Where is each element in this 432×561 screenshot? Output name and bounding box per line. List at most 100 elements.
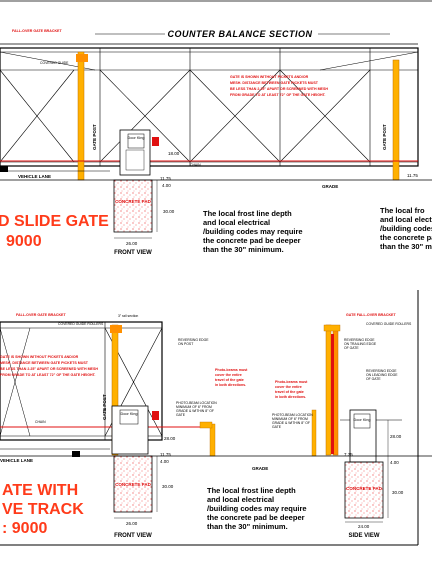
svg-text:than the 30" minimum.: than the 30" minimum.	[203, 245, 284, 254]
gate-frame-top	[0, 43, 419, 167]
svg-text:Door King: Door King	[121, 412, 138, 416]
svg-text:MESH. DISTANCE BETWEEN GATE PI: MESH. DISTANCE BETWEEN GATE PICKETS MUST	[230, 81, 319, 85]
svg-text:/building codes: /building codes	[380, 224, 432, 233]
svg-text:travel of the gate: travel of the gate	[215, 378, 244, 382]
front-view-label-top: FRONT VIEW	[114, 250, 152, 256]
svg-text:CONCRETE PAD: CONCRETE PAD	[115, 482, 151, 487]
svg-text:the concrete pad be deeper: the concrete pad be deeper	[203, 236, 301, 245]
svg-text:REVERSING EDGE: REVERSING EDGE	[366, 369, 397, 373]
svg-text:ON LEADING EDGE: ON LEADING EDGE	[366, 373, 398, 377]
svg-text:in both directions.: in both directions.	[215, 383, 246, 387]
dim-b-top: 4.00	[162, 183, 171, 188]
svg-text:/building codes may require: /building codes may require	[207, 504, 307, 513]
svg-text:ON POST: ON POST	[178, 342, 193, 346]
svg-text:PHOTO-BEAM LOCATION: PHOTO-BEAM LOCATION	[176, 401, 217, 405]
svg-text:the concrete pa: the concrete pa	[380, 233, 432, 242]
picket-note-bottom: GATE IS SHOWN WITHOUT PICKETS AND/OR MES…	[0, 355, 98, 377]
svg-text:ON TRAILING EDGE: ON TRAILING EDGE	[344, 342, 377, 346]
dim-c-bottom: 28.00	[164, 436, 176, 441]
photo-beam-note-bottom: Photo-beams must cover the entire travel…	[215, 368, 248, 387]
svg-text:GRADE & WITHIN 8" OF: GRADE & WITHIN 8" OF	[272, 421, 310, 425]
photo-location-left: PHOTO-BEAM LOCATION MINIMUM OF 6" FROM G…	[176, 401, 217, 417]
vehicle-lane-label-bottom: VEHICLE LANE	[0, 458, 33, 463]
grade-label-top: GRADE	[322, 184, 338, 189]
dim-h-bottom: 28.00	[390, 434, 402, 439]
rail-section-label: 3" rail section	[118, 314, 138, 318]
gate-opener-bottom: Door King	[111, 405, 159, 455]
gate-post-label-bottom: GATE POST	[102, 394, 107, 420]
svg-text:in both directions.: in both directions.	[275, 395, 306, 399]
frost-note-bottom: The local frost line depth and local ele…	[207, 486, 307, 531]
svg-text:REVERSING EDGE: REVERSING EDGE	[344, 338, 375, 342]
svg-text:OF GATE: OF GATE	[366, 377, 381, 381]
svg-text:FROM GRADE TO AT LEAST 72" OF: FROM GRADE TO AT LEAST 72" OF THE GATE H…	[230, 93, 326, 97]
dim-d-top: 30.00	[163, 209, 175, 214]
wheel-left	[0, 166, 8, 172]
svg-text:The local frost line depth: The local frost line depth	[203, 209, 292, 218]
chain-label-top: CHAIN	[190, 163, 201, 167]
photo-beam-note-bottom-right: Photo-beams must cover the entire travel…	[275, 380, 308, 399]
fall-over-label: FALL-OVER GATE BRACKET	[12, 29, 62, 33]
svg-text:Photo-beams must: Photo-beams must	[275, 380, 308, 384]
svg-text:than the 30" m: than the 30" m	[380, 242, 432, 251]
svg-text:CONCRETE PAD: CONCRETE PAD	[346, 486, 382, 491]
dim-e-top: 26.00	[126, 241, 138, 246]
svg-text:GATE IS SHOWN WITHOUT PICKETS: GATE IS SHOWN WITHOUT PICKETS AND/OR	[230, 75, 309, 79]
gate-post-right	[392, 59, 400, 181]
photo-beam-post-left	[209, 423, 216, 457]
reversing-edge-trailing-label: REVERSING EDGE ON TRAILING EDGE OF GATE	[344, 338, 377, 350]
frost-note-top: The local frost line depth and local ele…	[203, 209, 303, 254]
dim-e-bottom: 26.00	[126, 521, 138, 526]
gate-opener-side: Door King	[349, 409, 377, 463]
svg-text:BE LESS THAN 2.25" APART OR SC: BE LESS THAN 2.25" APART OR SCREENED WIT…	[230, 87, 328, 91]
front-view-label-bottom: FRONT VIEW	[114, 533, 152, 539]
svg-text:REVERSING EDGE: REVERSING EDGE	[178, 338, 209, 342]
frost-note-top-right: The local fro and local elect /building …	[380, 206, 432, 251]
covered-guide-label-bottom: COVERED GUIDE ROLLERS	[58, 322, 104, 326]
svg-text:PHOTO-BEAM LOCATION: PHOTO-BEAM LOCATION	[272, 413, 313, 417]
gate-post-label-right: GATE POST	[382, 124, 387, 150]
gate-title-line3-bottom: : 9000	[2, 520, 47, 537]
section-title: COUNTER BALANCE SECTION	[167, 29, 312, 39]
svg-text:CONCRETE PAD: CONCRETE PAD	[115, 199, 151, 204]
dim-a-bottom: 11.75	[160, 452, 171, 457]
svg-text:OF GATE: OF GATE	[344, 346, 359, 350]
svg-text:BE LESS THAN 2.25" APART OR SC: BE LESS THAN 2.25" APART OR SCREENED WIT…	[0, 367, 98, 371]
dim-a-top: 11.75	[160, 176, 171, 181]
gate-opener-top: Door King	[119, 129, 159, 176]
concrete-pad-side: CONCRETE PAD	[344, 461, 384, 519]
svg-text:and local electrical: and local electrical	[207, 495, 274, 504]
fall-over-label-bottom-right: GATE FALL-OVER BRACKET	[346, 313, 396, 317]
svg-text:travel of the gate: travel of the gate	[275, 390, 304, 394]
svg-text:and local elect: and local elect	[380, 215, 432, 224]
roller-bracket-bottom	[110, 325, 122, 333]
grade-label-bottom: GRADE	[252, 466, 268, 471]
roller-bracket-top	[76, 54, 88, 62]
gate-post-label-left: GATE POST	[92, 124, 97, 150]
dim-i-bottom: 4.00	[390, 460, 399, 465]
gate-title-line2-bottom: VE TRACK	[2, 501, 84, 518]
dim-g-bottom: 7.75	[344, 452, 353, 457]
svg-text:Door King: Door King	[354, 418, 371, 422]
dim-d-bottom: 30.00	[162, 484, 174, 489]
svg-text:GATE: GATE	[176, 413, 186, 417]
gate-title-line2-top: 9000	[6, 233, 42, 250]
reversing-edge-leading-label: REVERSING EDGE ON LEADING EDGE OF GATE	[366, 369, 398, 381]
chain-label-bottom: CHAIN	[35, 420, 46, 424]
svg-text:Photo-beams must: Photo-beams must	[215, 368, 248, 372]
svg-text:The local frost line depth: The local frost line depth	[207, 486, 296, 495]
concrete-pad-top: CONCRETE PAD	[113, 179, 153, 233]
dim-f-bottom: 24.00	[358, 524, 370, 529]
svg-text:GRADE & WITHIN 8" OF: GRADE & WITHIN 8" OF	[176, 409, 214, 413]
dim-b-bottom: 4.00	[160, 459, 169, 464]
bottom-elevation: 3" rail section FALL-OVER GATE BRACKET C…	[0, 313, 432, 539]
svg-text:GATE: GATE	[272, 425, 282, 429]
covered-guide-label: COVERED GUIDE	[40, 61, 69, 65]
reversing-edge-post-label: REVERSING EDGE ON POST	[178, 338, 209, 346]
picket-note-top: GATE IS SHOWN WITHOUT PICKETS AND/OR MES…	[230, 75, 328, 97]
svg-text:GATE IS SHOWN WITHOUT PICKETS: GATE IS SHOWN WITHOUT PICKETS AND/OR	[0, 355, 79, 359]
photo-location-right: PHOTO-BEAM LOCATION MINIMUM OF 6" FROM G…	[272, 413, 313, 429]
reversing-edge-strip	[331, 334, 334, 454]
concrete-pad-bottom: CONCRETE PAD	[113, 455, 153, 513]
